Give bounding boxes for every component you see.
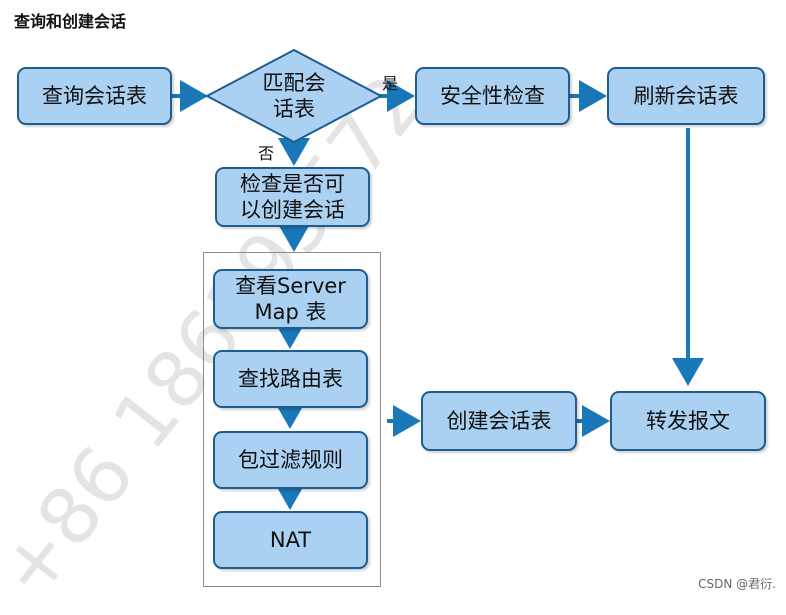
create-session-table-node: 创建会话表 — [421, 391, 577, 451]
yes-edge-label: 是 — [382, 74, 399, 93]
flowchart: +86 186195572 查询和创建会话 查询会话表 匹配会 — [0, 12, 776, 615]
no-edge-label: 否 — [258, 144, 275, 163]
match-session-decision-shape — [204, 48, 384, 144]
match-label-line2: 话表 — [273, 97, 315, 122]
server-map-label-line2: Map 表 — [254, 300, 327, 324]
route-table-node: 查找路由表 — [213, 350, 368, 408]
create-session-table-label: 创建会话表 — [446, 408, 552, 433]
route-table-label: 查找路由表 — [238, 366, 343, 391]
check-steps-group — [203, 252, 381, 587]
arrows-layer — [172, 48, 704, 510]
query-session-table-label: 查询会话表 — [42, 83, 147, 108]
packet-filter-node: 包过滤规则 — [213, 431, 368, 489]
source-credit: CSDN @君衍. — [698, 577, 776, 591]
nat-node: NAT — [213, 511, 368, 569]
check-label-line1: 检查是否可 — [240, 171, 345, 196]
forward-packet-node: 转发报文 — [610, 391, 766, 451]
forward-packet-label: 转发报文 — [646, 408, 730, 433]
check-create-session-node: 检查是否可 以创建会话 — [215, 167, 370, 227]
server-map-label-line1: 查看Server — [235, 273, 346, 298]
packet-filter-label: 包过滤规则 — [238, 447, 343, 472]
server-map-node: 查看Server Map 表 — [213, 269, 368, 329]
match-session-table-label: 匹配会 话表 — [236, 70, 352, 123]
match-label-line1: 匹配会 — [262, 71, 326, 95]
refresh-session-table-node: 刷新会话表 — [607, 67, 765, 125]
refresh-session-table-label: 刷新会话表 — [633, 83, 739, 108]
nat-label: NAT — [269, 527, 312, 552]
security-check-label: 安全性检查 — [440, 83, 545, 108]
query-session-table-node: 查询会话表 — [17, 67, 172, 125]
diagram-title: 查询和创建会话 — [14, 12, 127, 31]
check-label-line2: 以创建会话 — [240, 198, 345, 222]
security-check-node: 安全性检查 — [415, 67, 570, 125]
